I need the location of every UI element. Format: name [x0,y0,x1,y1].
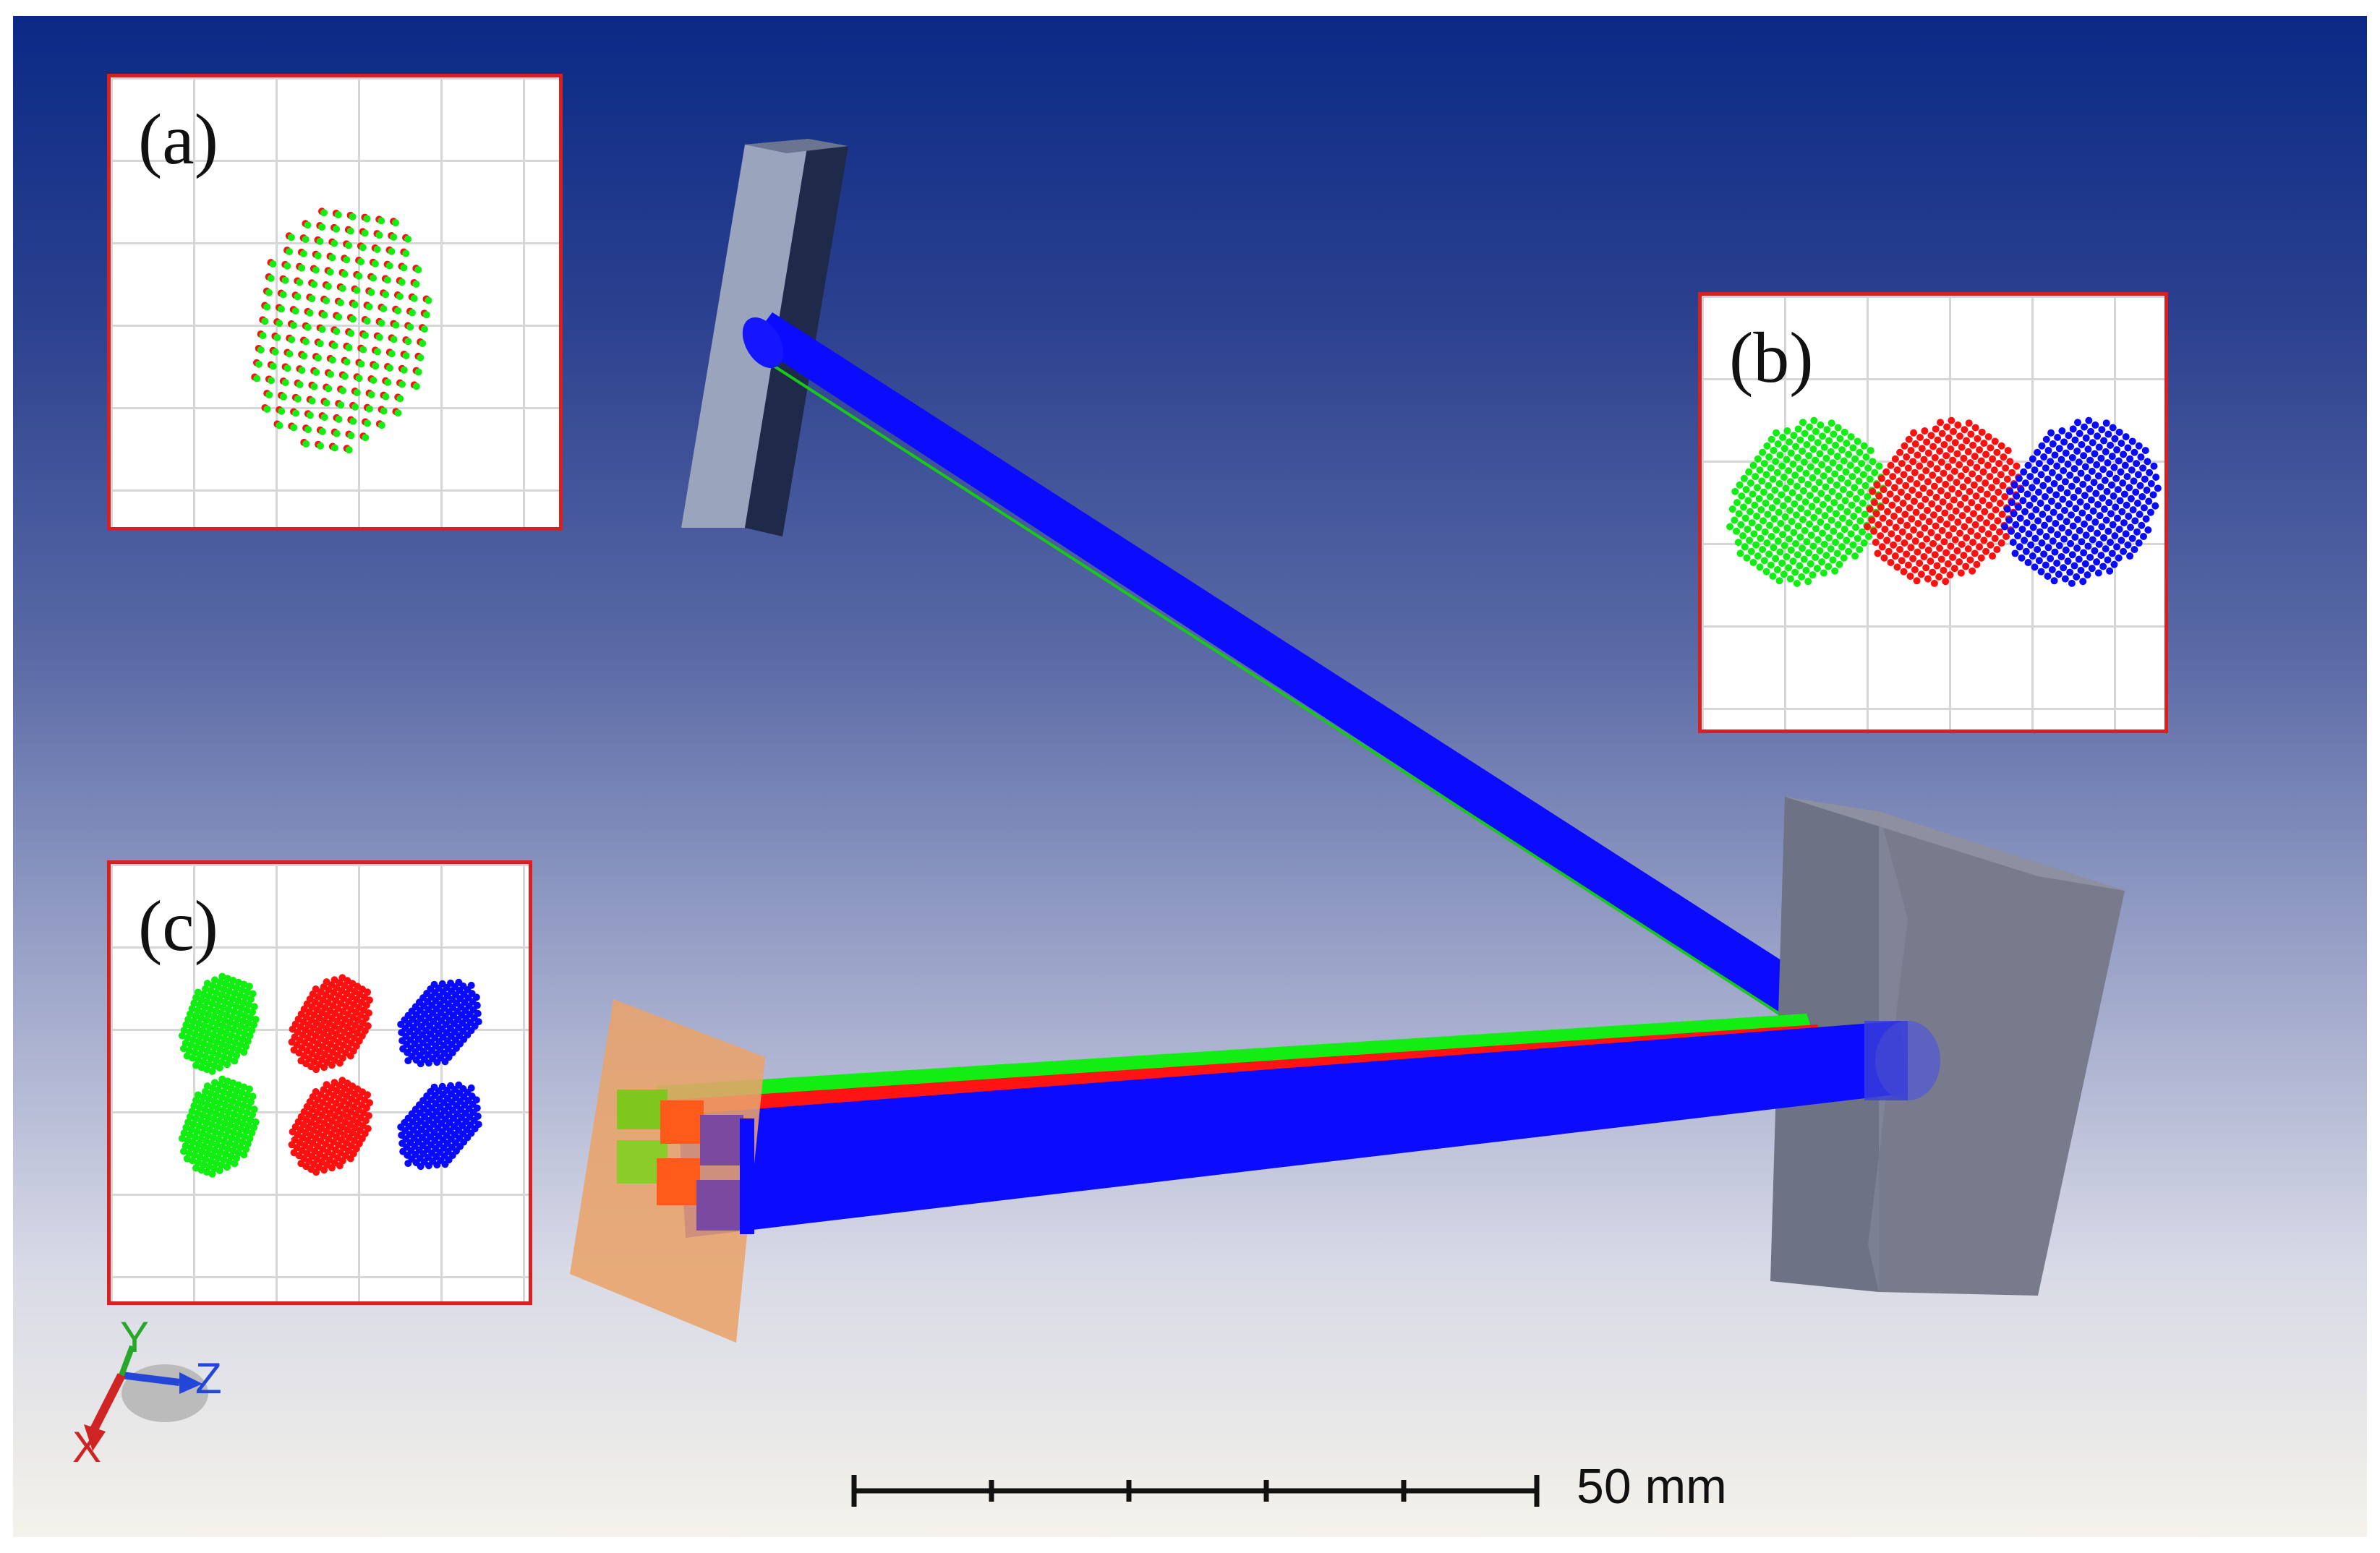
inset-b-label: (b) [1729,317,1814,398]
axis-triad: Y Z X [72,1313,222,1471]
optical-scene: Y Z X [72,139,2125,1507]
axis-y-label: Y [120,1313,149,1361]
reflected-beam [742,312,1864,1057]
dispersed-beams [657,1014,1940,1238]
spot-diagram-a [251,208,432,454]
axis-x-label: X [72,1423,101,1471]
grating-block [1770,797,2125,1296]
inset-a-spot-diagram: (a) [107,74,563,531]
inset-c-label: (c) [138,886,218,966]
spot-diagram-b [1726,416,2162,587]
inset-a-label: (a) [138,99,218,179]
inset-c-spot-diagram: (c) [107,860,532,1305]
scale-bar [851,1475,1540,1507]
3d-viewport[interactable]: Y Z X 50 mm (a) (b) (c [13,16,2367,1537]
scale-bar-label: 50 mm [1577,1459,1727,1514]
inset-b-spot-diagram: (b) [1698,292,2168,733]
axis-z-label: Z [195,1354,222,1403]
spot-diagram-c [178,972,482,1178]
detector-plate [570,999,765,1343]
